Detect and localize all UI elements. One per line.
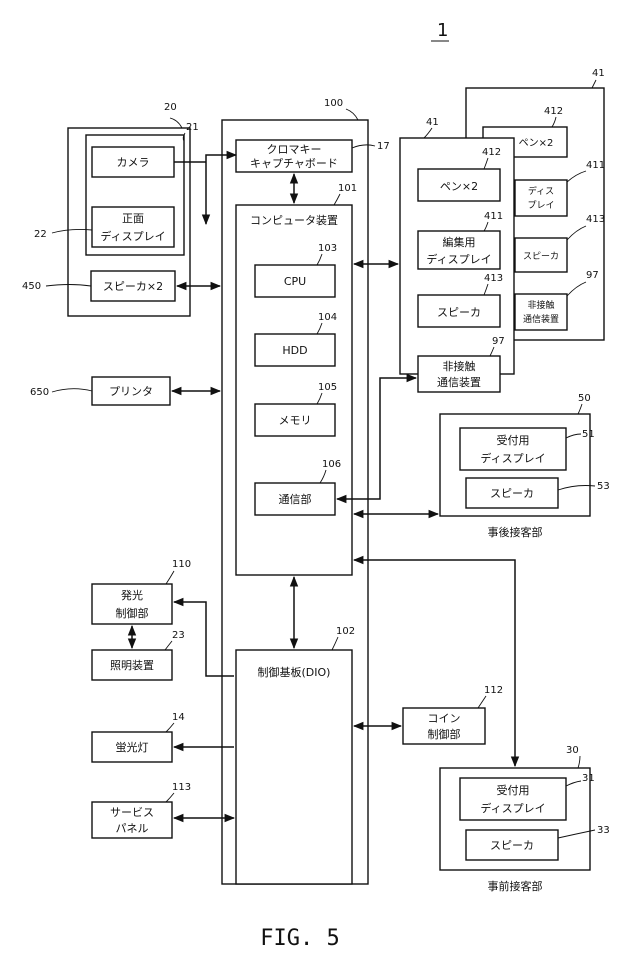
light-control-ref: 110	[172, 559, 191, 570]
control-board-ref: 102	[336, 626, 355, 637]
control-board-label: 制御基板(DIO)	[258, 665, 331, 679]
camera-unit: 20 21 カメラ 正面 ディスプレイ 22 スピーカ×2 450	[22, 102, 199, 316]
computer-ref: 101	[338, 183, 357, 194]
camera-inner-ref: 21	[186, 122, 199, 133]
front-display-label-2: ディスプレイ	[100, 229, 165, 243]
after-service-leader	[578, 404, 582, 414]
printer-ref: 650	[30, 387, 49, 398]
nfc-back-label-1: 非接触	[527, 299, 554, 311]
edit-display-label-1: 編集用	[443, 235, 476, 249]
before-display-label-2: ディスプレイ	[480, 801, 545, 815]
chroma-board-label-1: クロマキー	[267, 143, 322, 156]
before-service-label: 事前接客部	[488, 879, 543, 893]
lighting-leader	[165, 641, 172, 650]
nfc-label-1: 非接触	[443, 359, 476, 373]
light-control-label-1: 発光	[121, 588, 143, 602]
pen-label: ペン×2	[440, 180, 478, 193]
coin-control-ref: 112	[484, 685, 503, 696]
after-display-label-2: ディスプレイ	[480, 451, 545, 465]
before-speaker-ref: 33	[597, 825, 610, 836]
edit-booth-front-ref: 41	[426, 117, 439, 128]
printer-label: プリンタ	[109, 385, 153, 398]
pen-back-ref: 412	[544, 106, 563, 117]
chroma-board-ref: 17	[377, 141, 390, 152]
cpu-label: CPU	[284, 275, 306, 288]
memory-ref: 105	[318, 382, 337, 393]
service-panel-ref: 113	[172, 782, 191, 793]
after-speaker-label: スピーカ	[490, 487, 534, 500]
memory-label: メモリ	[279, 414, 312, 427]
light-control-leader	[166, 571, 174, 584]
edit-booth-back-ref: 41	[592, 68, 605, 79]
camera-label: カメラ	[117, 156, 150, 169]
coin-control-leader	[478, 696, 486, 708]
figure-number: 1	[437, 20, 448, 41]
nfc-ref: 97	[492, 336, 505, 347]
cpu-ref: 103	[318, 243, 337, 254]
pen-back-label: ペン×2	[519, 138, 554, 149]
after-display-ref: 51	[582, 429, 595, 440]
edit-display-ref: 411	[484, 211, 503, 222]
chroma-board-leader	[352, 145, 375, 148]
speaker-front-label: スピーカ	[437, 306, 481, 319]
fluorescent-leader	[166, 723, 174, 732]
service-panel-leader	[166, 793, 174, 802]
nfc-back-label-2: 通信装置	[523, 313, 559, 325]
edit-booth-front: 41 ペン×2 412 編集用 ディスプレイ 411 スピーカ 413 非接触 …	[400, 117, 514, 392]
light-control-label-2: 制御部	[116, 606, 149, 620]
figure-caption: FIG. 5	[260, 926, 339, 951]
fluorescent-ref: 14	[172, 712, 185, 723]
speaker-x2-ref: 450	[22, 281, 41, 292]
service-panel-label-1: サービス	[110, 806, 154, 819]
nfc-label-2: 通信装置	[437, 376, 481, 389]
coin-control-label-2: 制御部	[428, 727, 461, 741]
arrow-camera-chroma	[206, 155, 236, 224]
after-service-label: 事後接客部	[488, 525, 543, 539]
before-display-ref: 31	[582, 773, 595, 784]
after-speaker-ref: 53	[597, 481, 610, 492]
front-display-ref: 22	[34, 229, 47, 240]
main-unit-leader	[346, 109, 358, 120]
speaker-x2-label: スピーカ×2	[103, 280, 163, 293]
speaker-front-ref: 413	[484, 273, 503, 284]
service-panel-label-2: パネル	[116, 822, 149, 835]
before-speaker-label: スピーカ	[490, 839, 534, 852]
computer-label: コンピュータ装置	[250, 214, 338, 227]
printer-leader	[52, 389, 92, 392]
before-service-ref: 30	[566, 745, 579, 756]
before-service-leader	[578, 756, 580, 768]
main-unit-ref: 100	[324, 98, 343, 109]
hdd-ref: 104	[318, 312, 337, 323]
camera-unit-ref: 20	[164, 102, 177, 113]
display-back-label-2: プレイ	[527, 200, 554, 211]
display-back-ref: 411	[586, 160, 605, 171]
coin-control-label-1: コイン	[428, 712, 461, 725]
edit-booth-front-leader	[424, 128, 432, 138]
after-service-ref: 50	[578, 393, 591, 404]
chroma-board-label-2: キャプチャボード	[250, 157, 338, 170]
front-display-label-1: 正面	[122, 212, 144, 225]
edit-display-label-2: ディスプレイ	[426, 252, 491, 266]
comm-ref: 106	[322, 459, 341, 470]
display-back-label-1: ディス	[528, 185, 554, 197]
control-board-leader	[332, 637, 338, 650]
speaker-back-label: スピーカ	[523, 251, 559, 262]
edit-booth-back-leader	[592, 80, 596, 88]
hdd-label: HDD	[282, 344, 307, 357]
control-board-block	[236, 650, 352, 884]
computer-leader	[334, 194, 340, 205]
comm-label: 通信部	[279, 492, 312, 506]
pen-ref: 412	[482, 147, 501, 158]
lighting-label: 照明装置	[110, 659, 154, 672]
camera-unit-leader	[170, 118, 182, 128]
nfc-back-ref: 97	[586, 270, 599, 281]
speaker-back-ref: 413	[586, 214, 605, 225]
before-display-label-1: 受付用	[497, 784, 530, 797]
after-display-label-1: 受付用	[497, 434, 530, 447]
lighting-ref: 23	[172, 630, 185, 641]
fluorescent-label: 蛍光灯	[116, 740, 149, 754]
